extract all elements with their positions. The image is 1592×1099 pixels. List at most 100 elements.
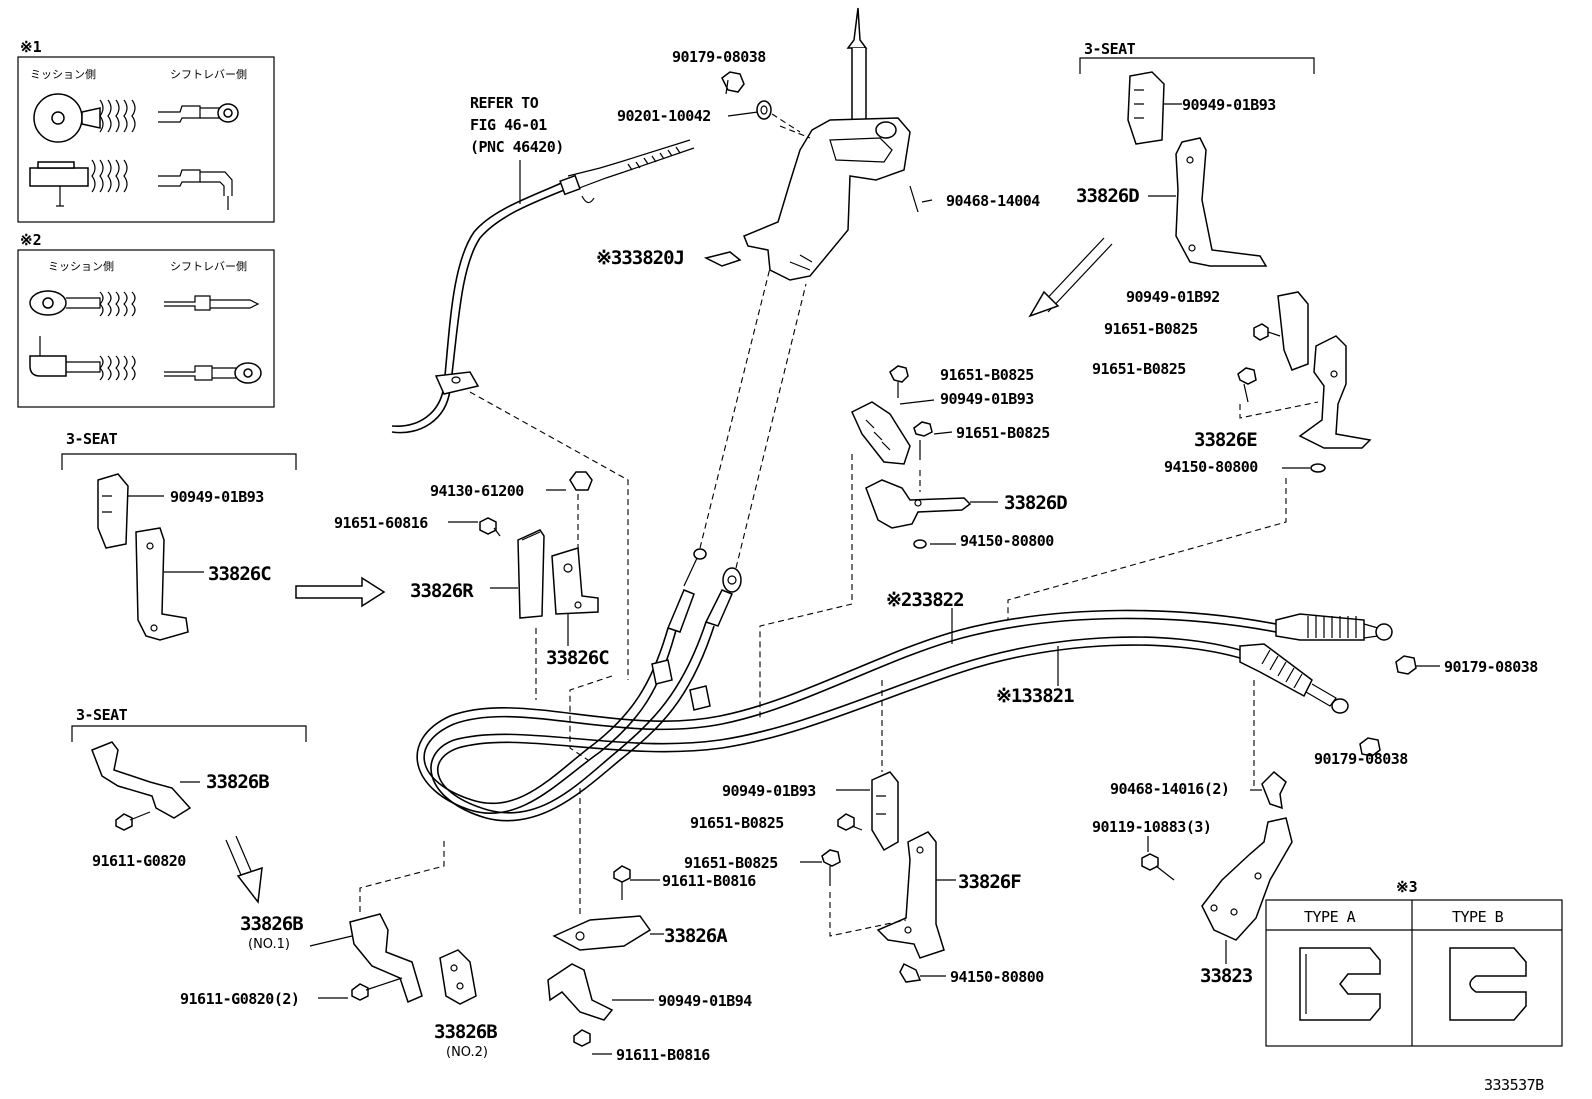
shift-lever-assembly [703,7,933,281]
clamp-90949-01b93-low [871,771,899,852]
bolt-91651-tr1 [1253,323,1269,341]
nut-94150-c [913,539,927,549]
bolt-91651-c1 [889,365,909,383]
label-91651-b0825-low2: 91651-B0825 [684,854,778,872]
label-33826b-no2: 33826B [434,1021,497,1043]
label-90468-14004: 90468-14004 [946,192,1040,210]
bolt-91651-low2 [821,849,841,867]
bracket-33826f [876,831,945,959]
bolt-91611-g0820-2 [351,983,369,1001]
label-91651-b0825-low1: 91651-B0825 [690,814,784,832]
label-33820j: ※333820J [596,247,684,269]
inset-1-frame [17,56,275,223]
inset-1-boot [99,99,136,133]
direction-arrow [1028,290,1060,318]
label-90201-10042: 90201-10042 [617,107,711,125]
inset-2-stud-joint [29,355,67,377]
label-90179-08038-r1: 90179-08038 [1444,658,1538,676]
nut-94150-tr [1310,463,1326,473]
cable-33821-end [1239,643,1313,698]
inset-1-boot-2 [91,159,128,193]
inset-1-nut [51,111,65,125]
inset-1-right-caption: シフトレバー側 [170,68,247,81]
label-91651-b0825-c1: 91651-B0825 [940,366,1034,384]
label-33822: ※233822 [886,589,964,611]
seat-label-left-mid: 3-SEAT [66,430,118,448]
bracket-33826c-m [551,547,599,615]
bracket-33826b-no1 [349,913,423,1004]
clip-type-a [1299,947,1381,1021]
label-90949-01b93-c: 90949-01B93 [940,390,1034,408]
label-91651-b0825-tr2: 91651-B0825 [1092,360,1186,378]
cable-33822-end [1275,613,1365,641]
shift-cables [416,267,1440,822]
label-90468-14016-2: 90468-14016(2) [1110,780,1229,798]
nut-90179-r1 [1395,655,1417,675]
inset-1-adapter [81,107,101,129]
label-90949-01b93-l: 90949-01B93 [170,488,264,506]
label-33826e: 33826E [1194,429,1257,451]
inset-1-bent-end [200,171,233,196]
clamp-90949-01b92 [1277,291,1309,371]
group-3seat-left-mid: 3-SEAT [61,430,386,641]
bolt-91611-b0816-b [573,1029,591,1047]
seat-label-top-right: 3-SEAT [1084,40,1136,58]
shift-lever-knob-end [846,7,868,49]
bracket-33826d-tr [1175,137,1268,267]
refer-line-3: (PNC 46420) [470,138,564,156]
label-91611-g0820-2: 91611-G0820(2) [180,990,299,1008]
clamp-90949-01b94 [547,963,614,1021]
bracket-33826a [552,915,652,951]
bracket-33826e [1298,335,1372,449]
seat-label-left-low: 3-SEAT [76,706,128,724]
label-94130-61200: 94130-61200 [430,482,524,500]
label-91611-b0816-b: 91611-B0816 [616,1046,710,1064]
nut-94130 [569,471,593,491]
bolt-91651-low1 [837,813,855,831]
label-91651-b0825-c2: 91651-B0825 [956,424,1050,442]
group-33823 [1141,770,1293,964]
label-33823: 33823 [1200,965,1253,987]
shift-lever-bracket [743,117,911,281]
bracket-33826d-c [865,479,972,529]
label-91611-g0820: 91611-G0820 [92,852,186,870]
label-90949-01b92: 90949-01B92 [1126,288,1220,306]
clip-33820j [703,251,742,267]
nut-90179-top [721,71,745,93]
label-90949-01b93-tr: 90949-01B93 [1182,96,1276,114]
label-90179-08038-top: 90179-08038 [672,48,766,66]
inset-3-marker: ※3 [1396,878,1418,896]
clamp-90949-01b93-c [851,401,911,465]
clip-33826r [517,529,545,619]
label-33821: ※133821 [996,685,1074,707]
group-3seat-left-low: 3-SEAT [71,706,477,1005]
washer-90201 [756,100,772,120]
group-3seat-top-right: 3-SEAT [1007,40,1372,620]
type-a-header: TYPE A [1304,908,1356,926]
label-33826b-3seat: 33826B [206,771,269,793]
nut-90179-r2 [1359,737,1381,757]
inset-2-boot [99,291,136,317]
label-90949-01b93-low: 90949-01B93 [722,782,816,800]
label-33826c-m: 33826C [546,647,609,669]
label-94150-80800-tr: 94150-80800 [1164,458,1258,476]
bracket-33826b-no2 [439,949,477,1005]
bracket-33823 [1201,817,1293,941]
type-b-header: TYPE B [1452,908,1504,926]
label-33826d-c: 33826D [1004,492,1067,514]
inset-1-left-caption: ミッション側 [30,68,96,81]
inset-1-marker: ※1 [20,38,42,56]
inset-3: ※3 TYPE A TYPE B [1265,878,1563,1047]
group-33826r [448,471,613,761]
group-33826d-center [759,365,998,718]
label-33826r: 33826R [410,580,474,602]
arrow-shaft [1039,237,1105,307]
bolt-90119 [1141,853,1159,871]
pin-90468 [909,185,919,213]
label-90949-01b94: 90949-01B94 [658,992,752,1010]
cable-33822-lever-end [693,548,707,560]
clamp-90949-01b93-tr [1127,71,1165,145]
label-90179-08038-r2: 90179-08038 [1314,750,1408,768]
cable-33821 [430,625,1241,822]
